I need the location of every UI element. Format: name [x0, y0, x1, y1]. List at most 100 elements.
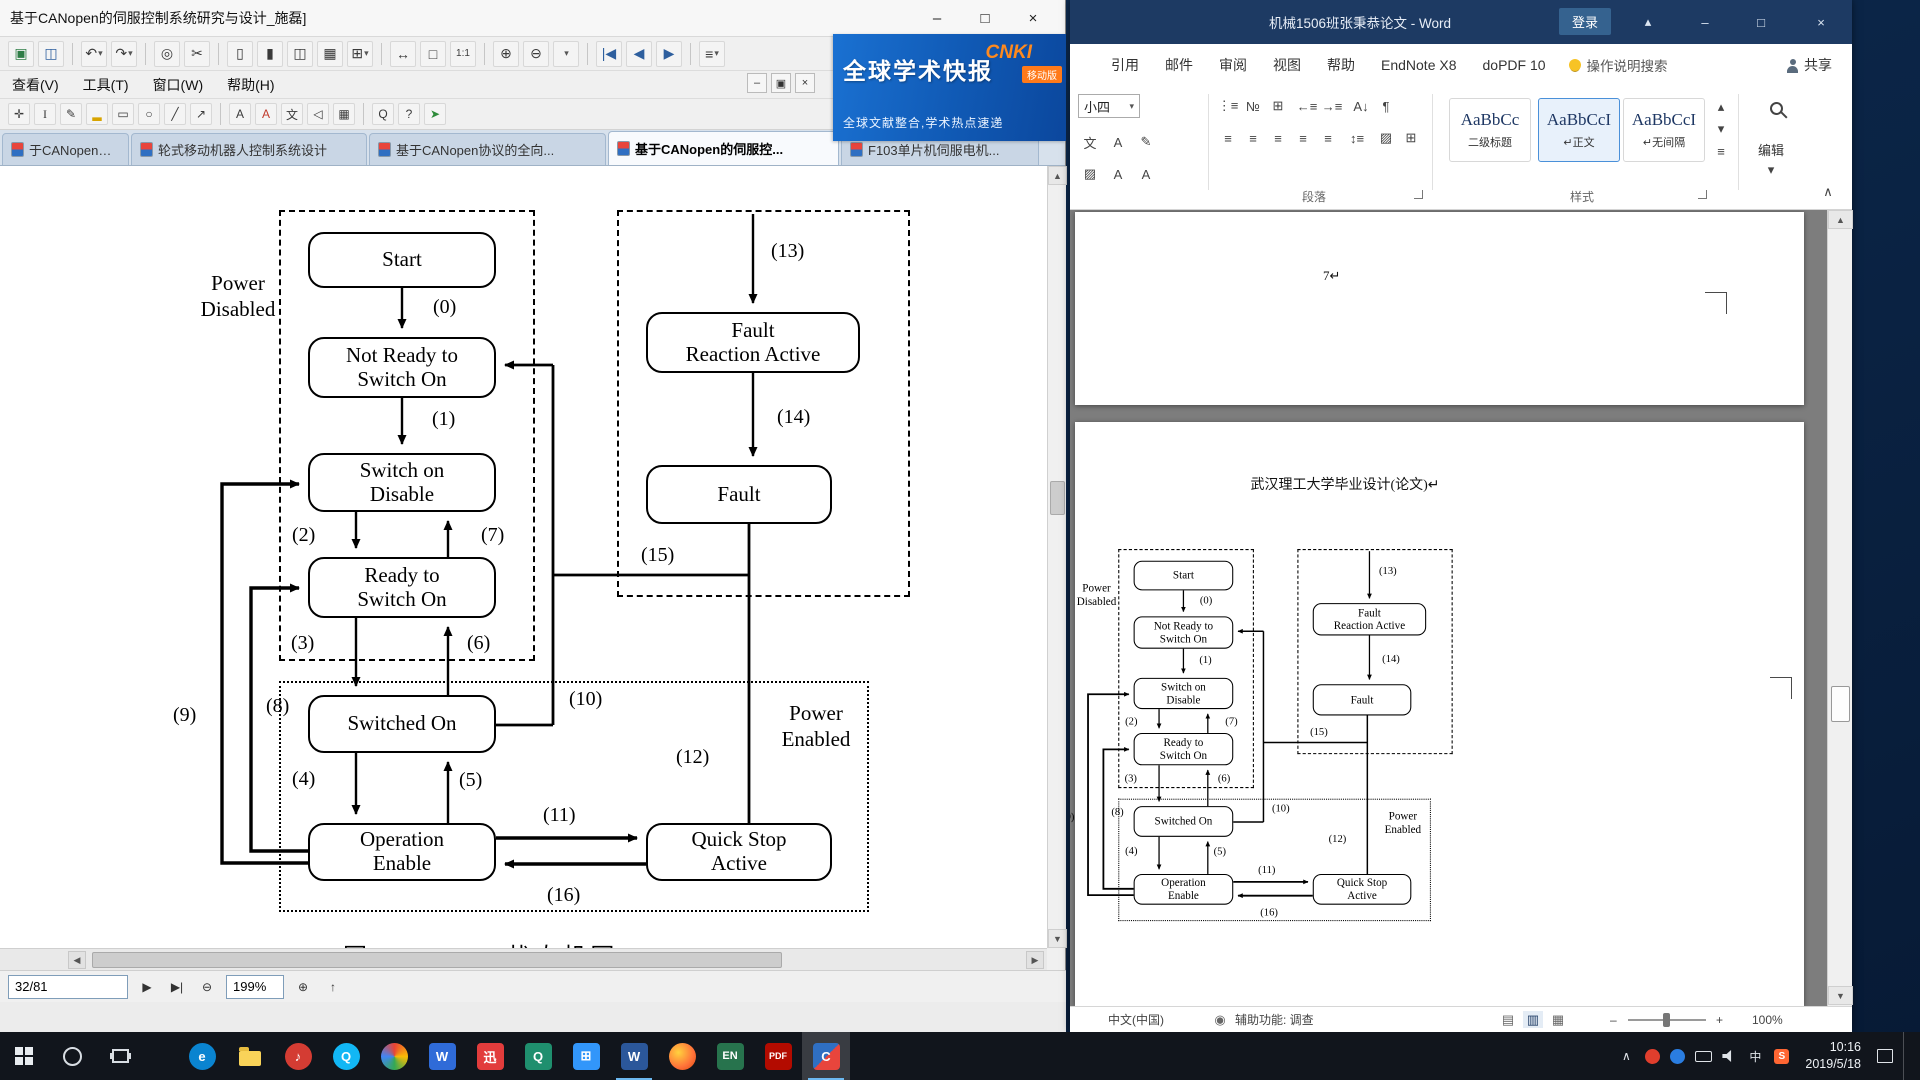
- next-page-button[interactable]: ▶: [136, 975, 158, 998]
- document-minimize-icon[interactable]: –: [747, 73, 767, 93]
- style-no-spacing[interactable]: AaBbCcI ↵无间隔: [1623, 98, 1705, 162]
- scroll-up-icon[interactable]: ▲: [1048, 166, 1067, 185]
- word-document-area[interactable]: 7↵ 武汉理工大学毕业设计(论文)↵: [1070, 210, 1827, 1006]
- scroll-down-icon[interactable]: ▼: [1828, 986, 1853, 1005]
- ocr-icon[interactable]: 文: [281, 103, 303, 125]
- print-layout-icon[interactable]: ▥: [1523, 1011, 1543, 1028]
- highlight-color-icon[interactable]: A: [1141, 166, 1151, 182]
- zoom-out-icon[interactable]: ⊖: [523, 40, 549, 67]
- language-indicator[interactable]: 中文(中国): [1108, 1013, 1164, 1027]
- actual-size-icon[interactable]: 1:1: [450, 40, 476, 67]
- taskbar-cajviewer-active[interactable]: C: [802, 1032, 850, 1080]
- undo-icon[interactable]: ↶▾: [81, 40, 107, 67]
- show-desktop-button[interactable]: [1903, 1032, 1908, 1080]
- styles-up-icon[interactable]: ▴: [1717, 99, 1725, 114]
- redo-icon[interactable]: ↷▾: [111, 40, 137, 67]
- sogou-ime-icon[interactable]: S: [1774, 1048, 1790, 1064]
- zoom-menu-icon[interactable]: ▾: [553, 40, 579, 67]
- taskbar-qq[interactable]: Q: [322, 1032, 370, 1080]
- next-page-icon[interactable]: ▶: [656, 40, 682, 67]
- text-note-icon[interactable]: A: [229, 103, 251, 125]
- word-minimize-button[interactable]: –: [1701, 14, 1709, 30]
- line-spacing-icon[interactable]: ↕≡: [1349, 130, 1365, 146]
- taskbar-edge[interactable]: e: [178, 1032, 226, 1080]
- zoom-out-button[interactable]: ⊖: [196, 975, 218, 998]
- tab-references[interactable]: 引用: [1111, 57, 1139, 73]
- increase-indent-icon[interactable]: →≡: [1321, 98, 1343, 114]
- page-layout-menu-icon[interactable]: ⊞▾: [347, 40, 373, 67]
- styles-down-icon[interactable]: ▾: [1717, 121, 1725, 136]
- menu-window[interactable]: 窗口(W): [152, 76, 204, 93]
- tab-mailings[interactable]: 邮件: [1165, 57, 1193, 73]
- caj-document-page[interactable]: Power Disabled Power Enabled Start Not R…: [0, 166, 1047, 948]
- last-page-button[interactable]: ▶|: [166, 975, 188, 998]
- action-center-icon[interactable]: [1877, 1049, 1893, 1063]
- copy-icon[interactable]: ◫: [38, 40, 64, 67]
- numbering-icon[interactable]: №: [1246, 98, 1260, 114]
- caj-vertical-scrollbar[interactable]: ▲ ▼: [1047, 166, 1067, 948]
- ime-language-indicator[interactable]: 中: [1749, 1049, 1762, 1064]
- share-button[interactable]: 共享: [1787, 44, 1832, 86]
- web-layout-icon[interactable]: ▦: [1551, 1011, 1565, 1027]
- hand-tool-icon[interactable]: ✛: [8, 103, 30, 125]
- tab-dopdf[interactable]: doPDF 10: [1482, 57, 1546, 73]
- taskbar-clock[interactable]: 10:16 2019/5/18: [1799, 1039, 1867, 1073]
- taskbar-firefox[interactable]: [658, 1032, 706, 1080]
- highlight-icon[interactable]: ▂: [86, 103, 108, 125]
- page-up-button[interactable]: ↑: [322, 975, 344, 998]
- editing-dropdown-icon[interactable]: ▾: [1767, 162, 1775, 177]
- font-size-select[interactable]: 小四▾: [1078, 94, 1140, 118]
- image-capture-icon[interactable]: ▦: [333, 103, 355, 125]
- go-icon[interactable]: ➤: [424, 103, 446, 125]
- find-icon[interactable]: [1770, 102, 1783, 115]
- show-marks-icon[interactable]: ¶: [1382, 98, 1390, 114]
- document-restore-icon[interactable]: ▣: [771, 73, 791, 93]
- taskbar-browser[interactable]: [370, 1032, 418, 1080]
- fit-width-icon[interactable]: ↔: [390, 40, 416, 67]
- tab-view[interactable]: 视图: [1273, 57, 1301, 73]
- tab-endnote[interactable]: EndNote X8: [1381, 57, 1457, 73]
- scroll-up-icon[interactable]: ▲: [1828, 210, 1853, 229]
- tab-review[interactable]: 审阅: [1219, 57, 1247, 73]
- volume-icon[interactable]: [1722, 1050, 1732, 1062]
- document-close-icon[interactable]: ×: [795, 73, 815, 93]
- document-tab-1[interactable]: 于CANopen协议...: [2, 133, 129, 165]
- caj-hscroll-thumb[interactable]: [92, 952, 782, 968]
- align-left-icon[interactable]: ≡: [1224, 130, 1232, 146]
- snapshot-icon[interactable]: ✂: [184, 40, 210, 67]
- caj-horizontal-scrollbar[interactable]: ◀ ▶: [0, 948, 1047, 970]
- shading-icon[interactable]: ▨: [1083, 166, 1097, 181]
- taskbar-wps[interactable]: W: [418, 1032, 466, 1080]
- print-icon[interactable]: ▣: [8, 40, 34, 67]
- text-effects-icon[interactable]: ✎: [1140, 134, 1152, 149]
- zoom-in-button[interactable]: +: [1716, 1012, 1724, 1027]
- zoom-slider-knob[interactable]: [1663, 1013, 1670, 1027]
- document-tab-4-active[interactable]: 基于CANopen的伺服控...: [608, 131, 839, 165]
- collapse-ribbon-icon[interactable]: ∧: [1823, 184, 1833, 199]
- accessibility-status[interactable]: ◉ 辅助功能: 调查: [1210, 1007, 1313, 1032]
- word-vertical-scrollbar[interactable]: ▲ ▼: [1827, 210, 1853, 1006]
- word-vscroll-thumb[interactable]: [1831, 686, 1850, 722]
- caj-close-button[interactable]: ×: [1028, 9, 1038, 27]
- zoom-level-input[interactable]: [226, 974, 284, 999]
- ellipse-shape-icon[interactable]: ○: [138, 103, 160, 125]
- sort-icon[interactable]: A↓: [1353, 98, 1369, 114]
- single-page-view-icon[interactable]: ▯: [227, 40, 253, 67]
- cnki-mobile-banner-ad[interactable]: CNKI 移动版 全球学术快报 全球文献整合,学术热点速递: [833, 34, 1066, 141]
- styles-more-icon[interactable]: ≡: [1717, 143, 1725, 159]
- menu-view[interactable]: 查看(V): [12, 76, 59, 93]
- document-page-2[interactable]: 武汉理工大学毕业设计(论文)↵: [1070, 422, 1804, 1006]
- continuous-view-icon[interactable]: ▮: [257, 40, 283, 67]
- touch-keyboard-icon[interactable]: [1695, 1050, 1713, 1062]
- rectangle-shape-icon[interactable]: ▭: [112, 103, 134, 125]
- align-center-icon[interactable]: ≡: [1249, 130, 1257, 146]
- select-tool-icon[interactable]: ◎: [154, 40, 180, 67]
- zoom-percent[interactable]: 100%: [1752, 1012, 1783, 1027]
- taskbar-video-app[interactable]: Q: [514, 1032, 562, 1080]
- read-mode-icon[interactable]: ▤: [1501, 1011, 1515, 1027]
- decrease-indent-icon[interactable]: ←≡: [1296, 98, 1318, 114]
- fit-page-icon[interactable]: □: [420, 40, 446, 67]
- word-maximize-button[interactable]: □: [1757, 14, 1765, 30]
- tray-red-app-icon[interactable]: [1645, 1048, 1661, 1064]
- zoom-in-button[interactable]: ⊕: [292, 975, 314, 998]
